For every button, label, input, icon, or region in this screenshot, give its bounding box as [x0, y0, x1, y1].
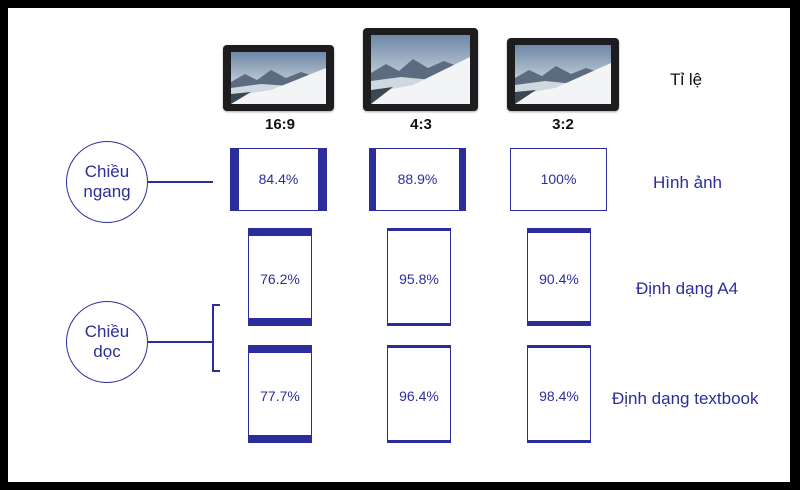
diagram-canvas: 16:9 4:3 3:2 Tỉ lệ Chiều ngang Chiều dọc…	[8, 8, 790, 482]
image-value-16-9: 84.4%	[258, 171, 299, 187]
textbook-box-16-9: 77.7%	[248, 345, 312, 443]
letterbox-top	[249, 346, 311, 353]
mountain-wallpaper	[371, 35, 470, 104]
letterbox-bottom	[528, 440, 590, 442]
portrait-circle: Chiều dọc	[66, 301, 148, 383]
mountain-wallpaper	[231, 52, 326, 104]
textbook-box-4-3: 96.4%	[387, 345, 451, 443]
letterbox-top	[388, 346, 450, 348]
landscape-circle: Chiều ngang	[66, 141, 148, 223]
portrait-bracket-vertical	[212, 304, 214, 371]
portrait-label-line1: Chiều	[84, 322, 130, 341]
landscape-label-line2: ngang	[83, 182, 131, 201]
portrait-label-line2: dọc	[93, 342, 121, 361]
row-label-textbook: Định dạng textbook	[612, 389, 759, 408]
image-box-4-3: 88.9%	[369, 148, 466, 211]
landscape-label-line1: Chiều	[84, 162, 130, 181]
letterbox-bottom	[388, 323, 450, 325]
image-box-16-9: 84.4%	[230, 148, 327, 211]
ratio-title: Tỉ lệ	[670, 70, 703, 89]
row-label-a4: Định dạng A4	[636, 279, 739, 298]
letterbox-top	[528, 229, 590, 233]
landscape-connector	[148, 181, 213, 183]
letterbox-bottom	[528, 321, 590, 325]
pillarbox-right	[318, 149, 326, 210]
image-box-3-2: 100%	[510, 148, 607, 211]
portrait-bracket-bottom	[212, 370, 220, 372]
image-value-4-3: 88.9%	[397, 171, 438, 187]
ratio-label-3-2: 3:2	[552, 116, 574, 133]
textbook-box-3-2: 98.4%	[527, 345, 591, 443]
ratio-label-16-9: 16:9	[264, 116, 296, 133]
textbook-value-16-9: 77.7%	[260, 388, 300, 404]
letterbox-bottom	[249, 435, 311, 442]
a4-box-16-9: 76.2%	[248, 228, 312, 326]
textbook-value-4-3: 96.4%	[399, 388, 439, 404]
tablet-4-3-icon	[363, 28, 478, 111]
mountain-wallpaper	[515, 45, 611, 104]
pillarbox-right	[459, 149, 465, 210]
image-value-3-2: 100%	[540, 171, 577, 187]
letterbox-top	[249, 229, 311, 236]
letterbox-bottom	[388, 440, 450, 442]
portrait-connector	[148, 341, 212, 343]
row-label-image: Hình ảnh	[653, 173, 722, 192]
a4-box-4-3: 95.8%	[387, 228, 451, 326]
tablet-16-9-icon	[223, 45, 334, 111]
letterbox-bottom	[249, 318, 311, 325]
a4-value-3-2: 90.4%	[539, 271, 579, 287]
pillarbox-left	[231, 149, 239, 210]
letterbox-top	[528, 346, 590, 348]
a4-value-16-9: 76.2%	[260, 271, 300, 287]
a4-value-4-3: 95.8%	[399, 271, 439, 287]
letterbox-top	[388, 229, 450, 231]
portrait-bracket-top	[212, 304, 220, 306]
tablet-3-2-icon	[507, 38, 619, 111]
ratio-label-4-3: 4:3	[410, 116, 432, 133]
pillarbox-left	[370, 149, 376, 210]
textbook-value-3-2: 98.4%	[539, 388, 579, 404]
a4-box-3-2: 90.4%	[527, 228, 591, 326]
